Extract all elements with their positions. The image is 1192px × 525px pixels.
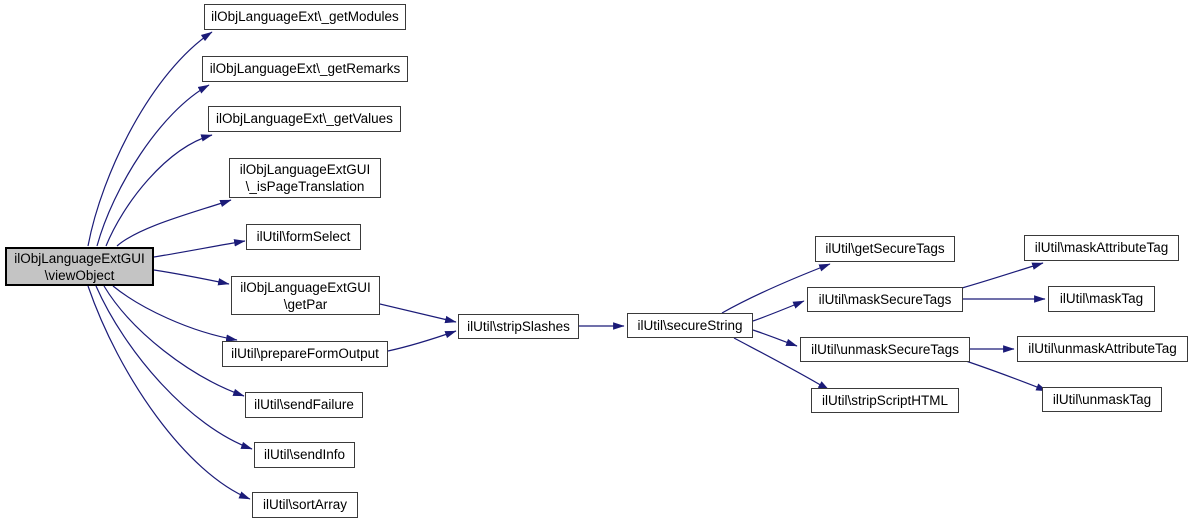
edge-viewObject-to-sendFailure <box>103 285 245 397</box>
node-mask-tag[interactable]: ilUtil\maskTag <box>1048 286 1155 312</box>
node-label: ilObjLanguageExtGUI <box>240 279 371 295</box>
node-send-failure[interactable]: ilUtil\sendFailure <box>245 392 363 418</box>
edge-secureString-to-maskSecureTags <box>752 300 805 322</box>
node-label: ilUtil\unmaskTag <box>1052 391 1152 407</box>
node-label: ilUtil\stripSlashes <box>467 318 570 334</box>
node-label: \getPar <box>283 296 328 312</box>
node-label: ilUtil\stripScriptHTML <box>821 392 948 408</box>
node-label: ilUtil\sortArray <box>262 497 347 512</box>
edge-secureString-to-getSecureTags <box>721 263 831 314</box>
edge-unmaskSecureTags-to-unmaskTag <box>965 360 1048 392</box>
node-get-remarks[interactable]: ilObjLanguageExt\_getRemarks <box>202 56 408 82</box>
node-label: ilUtil\sendFailure <box>254 397 354 412</box>
node-strip-script-html[interactable]: ilUtil\stripScriptHTML <box>811 388 959 413</box>
node-label: ilObjLanguageExt\_getValues <box>216 111 393 126</box>
node-label: ilUtil\maskAttributeTag <box>1034 240 1169 255</box>
edge-secureString-to-unmaskSecureTags <box>752 329 798 347</box>
node-label: ilUtil\sendInfo <box>263 447 346 462</box>
edge-viewObject-to-formSelect <box>153 239 246 258</box>
node-label: ilObjLanguageExtGUI <box>14 250 145 266</box>
node-prepare-form-output[interactable]: ilUtil\prepareFormOutput <box>222 341 388 367</box>
node-label: ilUtil\maskSecureTags <box>818 291 952 307</box>
node-label: ilUtil\unmaskSecureTags <box>811 341 959 357</box>
node-label: ilUtil\unmaskAttributeTag <box>1028 341 1177 356</box>
node-label: ilUtil\secureString <box>637 317 743 333</box>
node-label: ilUtil\maskTag <box>1059 291 1144 306</box>
node-label: ilObjLanguageExt\_getModules <box>211 9 399 24</box>
node-label: ilUtil\getSecureTags <box>825 241 945 256</box>
edge-secureString-to-stripScriptHTML <box>733 337 830 391</box>
edge-viewObject-to-getValues <box>105 134 213 247</box>
edge-prepareFormOutput-to-stripSlashes <box>387 330 457 352</box>
edge-viewObject-to-getModules <box>87 31 213 247</box>
node-is-page-translation[interactable]: ilObjLanguageExtGUI \_isPageTranslation <box>229 158 381 198</box>
node-label: \viewObject <box>44 267 115 283</box>
edge-viewObject-to-sendInfo <box>95 285 253 450</box>
node-label: ilObjLanguageExtGUI <box>239 162 371 177</box>
node-mask-attribute-tag[interactable]: ilUtil\maskAttributeTag <box>1024 235 1179 261</box>
node-sort-array[interactable]: ilUtil\sortArray <box>252 492 358 518</box>
node-mask-secure-tags[interactable]: ilUtil\maskSecureTags <box>807 287 963 312</box>
edge-getPar-to-stripSlashes <box>379 303 457 324</box>
node-form-select[interactable]: ilUtil\formSelect <box>246 224 361 250</box>
node-send-info[interactable]: ilUtil\sendInfo <box>254 442 355 468</box>
edge-viewObject-to-getPar <box>153 269 230 286</box>
node-unmask-attribute-tag[interactable]: ilUtil\unmaskAttributeTag <box>1017 336 1188 362</box>
node-get-secure-tags[interactable]: ilUtil\getSecureTags <box>815 236 955 262</box>
edge-viewObject-to-prepareFormOutput <box>112 285 238 342</box>
node-view-object[interactable]: ilObjLanguageExtGUI \viewObject <box>5 247 154 286</box>
node-strip-slashes[interactable]: ilUtil\stripSlashes <box>458 314 579 339</box>
node-label: ilObjLanguageExt\_getRemarks <box>209 61 401 76</box>
node-get-par[interactable]: ilObjLanguageExtGUI \getPar <box>231 276 380 315</box>
node-get-modules[interactable]: ilObjLanguageExt\_getModules <box>204 4 406 30</box>
edge-viewObject-to-getRemarks <box>96 84 210 247</box>
node-unmask-tag[interactable]: ilUtil\unmaskTag <box>1042 387 1162 412</box>
node-label: ilUtil\formSelect <box>256 229 351 244</box>
edge-viewObject-to-isPageTranslation <box>116 199 232 247</box>
node-label: ilUtil\prepareFormOutput <box>231 346 379 361</box>
node-secure-string[interactable]: ilUtil\secureString <box>627 313 753 338</box>
node-label: \_isPageTranslation <box>245 179 365 194</box>
node-unmask-secure-tags[interactable]: ilUtil\unmaskSecureTags <box>800 337 970 362</box>
node-get-values[interactable]: ilObjLanguageExt\_getValues <box>208 106 401 132</box>
edge-viewObject-to-sortArray <box>87 285 251 500</box>
edge-maskSecureTags-to-maskAttributeTag <box>961 262 1044 289</box>
